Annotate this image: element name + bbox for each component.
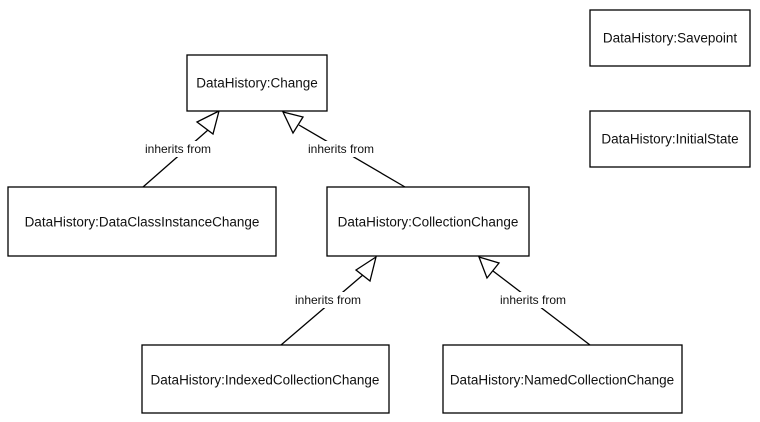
edge-label: inherits from xyxy=(500,293,566,307)
box-indexed-collection-change: DataHistory:IndexedCollectionChange xyxy=(141,344,390,414)
inheritance-arrowhead xyxy=(477,255,501,280)
box-initial-state-label: DataHistory:InitialState xyxy=(601,132,738,147)
box-named-collection-change-label: DataHistory:NamedCollectionChange xyxy=(450,373,674,388)
edge-label-background xyxy=(290,292,366,308)
edge-line xyxy=(142,129,209,188)
edge-collection-to-change: inherits from xyxy=(281,111,406,188)
edge-line xyxy=(280,273,365,346)
box-data-class-instance-change: DataHistory:DataClassInstanceChange xyxy=(7,186,277,257)
box-initial-state: DataHistory:InitialState xyxy=(589,110,751,168)
box-savepoint-label: DataHistory:Savepoint xyxy=(603,31,738,46)
box-collection-change: DataHistory:CollectionChange xyxy=(326,186,530,257)
box-collection-change-label: DataHistory:CollectionChange xyxy=(338,215,519,230)
edge-label: inherits from xyxy=(295,293,361,307)
edge-label-background xyxy=(140,141,216,157)
inheritance-arrowhead xyxy=(281,111,305,135)
inheritance-arrowhead xyxy=(354,255,378,283)
box-savepoint: DataHistory:Savepoint xyxy=(589,9,751,67)
edge-indexed-to-collection: inherits from xyxy=(280,255,378,346)
edge-named-to-collection: inherits from xyxy=(477,255,591,346)
box-change-label: DataHistory:Change xyxy=(196,76,318,91)
edge-label-background xyxy=(303,141,379,157)
box-data-class-instance-change-label: DataHistory:DataClassInstanceChange xyxy=(25,215,260,230)
box-change: DataHistory:Change xyxy=(186,54,328,112)
inheritance-arrowhead xyxy=(195,109,220,136)
box-named-collection-change: DataHistory:NamedCollectionChange xyxy=(442,344,683,414)
edge-label: inherits from xyxy=(308,142,374,156)
edge-label: inherits from xyxy=(145,142,211,156)
box-indexed-collection-change-label: DataHistory:IndexedCollectionChange xyxy=(151,373,380,388)
edge-data-class-instance-to-change: inherits from xyxy=(140,109,220,188)
edge-label-background xyxy=(495,292,571,308)
